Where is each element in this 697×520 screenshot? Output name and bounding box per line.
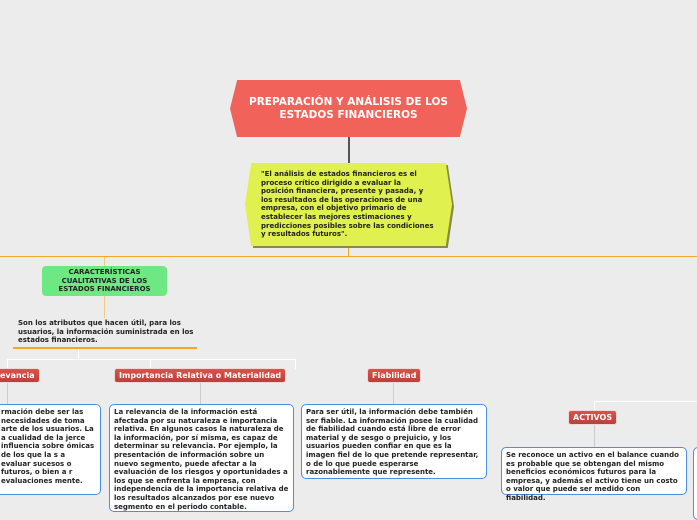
connector-activos-v	[594, 401, 595, 411]
quote-text: "El análisis de estados financieros es e…	[261, 170, 434, 239]
connector-c2-box	[200, 382, 201, 404]
description-underline	[13, 347, 197, 349]
tag-activos-label: ACTIVOS	[573, 413, 613, 422]
characteristics-description[interactable]: Son los atributos que hacen útil, para l…	[18, 319, 198, 345]
tag-relevancia[interactable]: evancia	[0, 369, 39, 382]
quote-node[interactable]: "El análisis de estados financieros es e…	[245, 163, 452, 246]
connector-main-horizontal	[0, 256, 697, 257]
tag-activos[interactable]: ACTIVOS	[569, 411, 617, 424]
connector-activos-horizontal	[594, 401, 697, 402]
tag-fiabilidad[interactable]: Fiabilidad	[368, 369, 421, 382]
connector-desc-down	[78, 349, 79, 359]
box-activos-text: Se reconoce un activo en el balance cuan…	[506, 451, 679, 502]
connector-children-horizontal	[7, 359, 295, 360]
box-importancia-relativa[interactable]: La relevancia de la información está afe…	[109, 404, 294, 512]
connector-c1	[7, 359, 8, 369]
connector-quote-down	[348, 246, 349, 256]
connector-c1-box	[7, 382, 8, 404]
box-activos[interactable]: Se reconoce un activo en el balance cuan…	[501, 447, 687, 502]
connector-green-up	[104, 257, 105, 266]
connector-activos-box	[594, 424, 595, 447]
tag-importancia-relativa-label: Importancia Relativa o Materialidad	[119, 371, 282, 380]
characteristics-node[interactable]: CARACTERÍSTICAS CUALITATIVAS DE LOS ESTA…	[42, 266, 167, 296]
box-relevancia[interactable]: rmación debe ser las necesidades de toma…	[0, 404, 101, 495]
box-importancia-relativa-text: La relevancia de la información está afe…	[114, 408, 289, 511]
characteristics-title: CARACTERÍSTICAS CUALITATIVAS DE LOS ESTA…	[58, 268, 151, 294]
characteristics-description-text: Son los atributos que hacen útil, para l…	[18, 319, 194, 345]
connector-green-down	[104, 296, 105, 318]
root-title: PREPARACIÓN Y ANÁLISIS DE LOS ESTADOS FI…	[249, 95, 448, 121]
root-node[interactable]: PREPARACIÓN Y ANÁLISIS DE LOS ESTADOS FI…	[230, 80, 467, 137]
tag-fiabilidad-label: Fiabilidad	[372, 371, 417, 380]
box-fiabilidad-text: Para ser útil, la información debe tambi…	[306, 408, 479, 477]
box-next-cut-off[interactable]	[693, 447, 697, 520]
tag-relevancia-label: evancia	[0, 371, 35, 380]
connector-c2	[150, 359, 151, 369]
connector-c3	[295, 359, 296, 369]
box-relevancia-text: rmación debe ser las necesidades de toma…	[1, 408, 95, 485]
connector-c3-box	[393, 382, 394, 404]
connector-root-quote	[348, 137, 350, 163]
box-fiabilidad[interactable]: Para ser útil, la información debe tambi…	[301, 404, 487, 479]
tag-importancia-relativa[interactable]: Importancia Relativa o Materialidad	[115, 369, 286, 382]
